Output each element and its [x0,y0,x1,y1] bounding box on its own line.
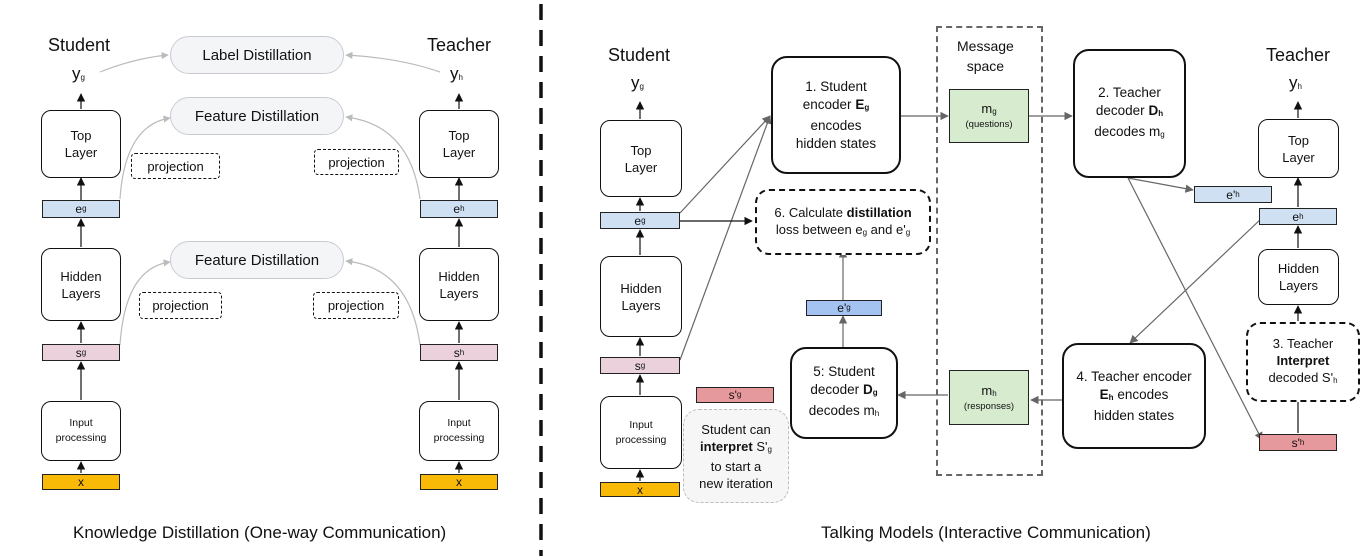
step1-student-encoder: 1. Student encoder Eg encodes hidden sta… [771,56,901,174]
left-y-g: yg [72,64,85,83]
left-y-h: yh [450,64,463,83]
label-distillation-node: Label Distillation [170,36,344,74]
right-y-g: yg [631,73,644,92]
step2-teacher-decoder: 2. Teacher decoder Dh decodes mg [1073,49,1186,178]
feature-distillation-node-top: Feature Distillation [170,97,344,135]
left-distillation-curves [99,51,441,346]
right-caption: Talking Models (Interactive Communicatio… [821,523,1151,542]
right-s-prime-g: s'g [696,387,774,403]
right-teacher-title: Teacher [1266,45,1331,65]
right-s-prime-h: s'h [1259,434,1337,451]
left-student-x: x [42,474,120,490]
right-student-x: x [600,482,680,497]
projection-box-left-bottom: projection [139,292,222,319]
feature-distillation-node-bottom: Feature Distillation [170,241,344,279]
right-student-title: Student [608,45,671,65]
right-e-prime-g: e'g [806,300,882,316]
step3-teacher-interpret: 3. Teacher Interpret decoded S'h [1246,322,1360,402]
step4-teacher-encoder: 4. Teacher encoder Eh encodes hidden sta… [1062,343,1206,449]
left-teacher-title: Teacher [427,35,492,55]
left-teacher-x: x [420,474,498,490]
projection-box-right-top: projection [314,149,399,175]
step5-student-decoder: 5: Student decoder Dg decodes mh [790,347,898,439]
right-y-h: yh [1289,73,1302,92]
message-space [936,26,1043,476]
student-interpret-note: Student can interpret S'g to start a new… [683,409,789,503]
right-process-arrows [679,111,1263,441]
left-caption: Knowledge Distillation (One-way Communic… [73,523,447,542]
message-m-g-questions: mg (questions) [949,89,1029,143]
step6-distillation-loss: 6. Calculate distillation loss between e… [755,189,931,255]
projection-box-left-top: projection [131,153,220,179]
message-m-h-responses: mh (responses) [949,370,1029,425]
projection-box-right-bottom: projection [313,292,399,319]
left-student-title: Student [48,35,111,55]
right-e-prime-h: e'h [1194,186,1272,203]
